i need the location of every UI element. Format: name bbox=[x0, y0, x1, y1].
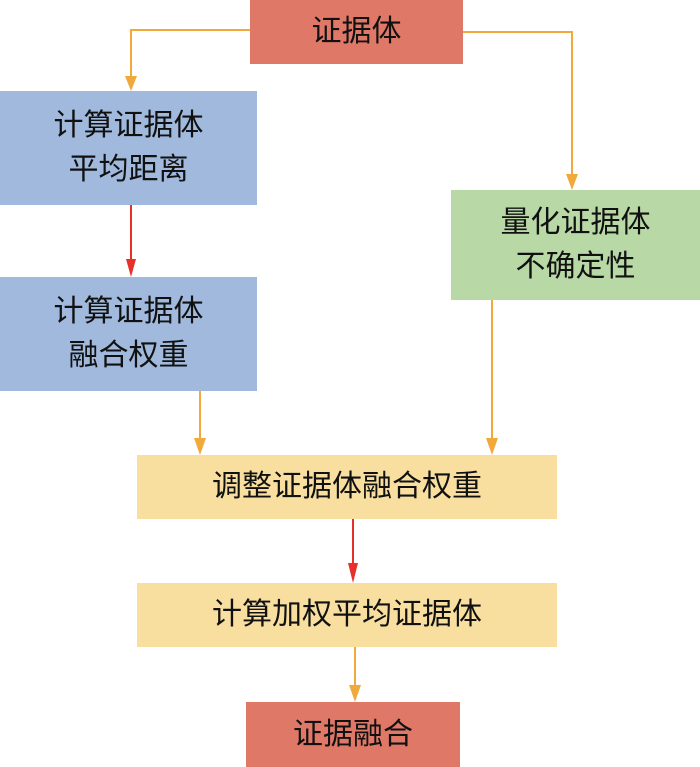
node-fusion-weight: 计算证据体 融合权重 bbox=[0, 277, 257, 391]
node-fusion-weight-line2: 融合权重 bbox=[68, 338, 189, 373]
node-adjust-weight-label: 调整证据体融合权重 bbox=[212, 469, 482, 504]
edge-fusion-weight-to-adjust-weight bbox=[194, 391, 206, 455]
edge-uncertainty-to-adjust-weight bbox=[486, 300, 498, 455]
node-weighted-avg: 计算加权平均证据体 bbox=[137, 583, 557, 647]
node-avg-distance-line2: 平均距离 bbox=[68, 152, 189, 187]
node-uncertainty: 量化证据体 不确定性 bbox=[451, 190, 700, 300]
node-fusion-label: 证据融合 bbox=[293, 716, 413, 752]
edge-adjust-weight-to-weighted-avg bbox=[348, 519, 358, 583]
edge-avg-distance-to-fusion-weight bbox=[126, 205, 136, 277]
edge-weighted-avg-to-fusion bbox=[349, 647, 361, 702]
node-avg-distance-line1: 计算证据体 bbox=[53, 108, 204, 143]
node-adjust-weight: 调整证据体融合权重 bbox=[137, 455, 557, 519]
node-evidence-label: 证据体 bbox=[311, 14, 402, 49]
node-fusion-weight-line1: 计算证据体 bbox=[53, 294, 204, 329]
node-avg-distance: 计算证据体 平均距离 bbox=[0, 91, 257, 205]
node-fusion: 证据融合 bbox=[246, 702, 460, 767]
node-weighted-avg-label: 计算加权平均证据体 bbox=[212, 597, 482, 632]
node-evidence: 证据体 bbox=[250, 0, 463, 64]
edge-evidence-to-avg-distance bbox=[125, 29, 250, 91]
node-uncertainty-line2: 不确定性 bbox=[515, 249, 636, 284]
node-uncertainty-line1: 量化证据体 bbox=[500, 205, 651, 240]
edge-evidence-to-uncertainty bbox=[463, 31, 578, 190]
